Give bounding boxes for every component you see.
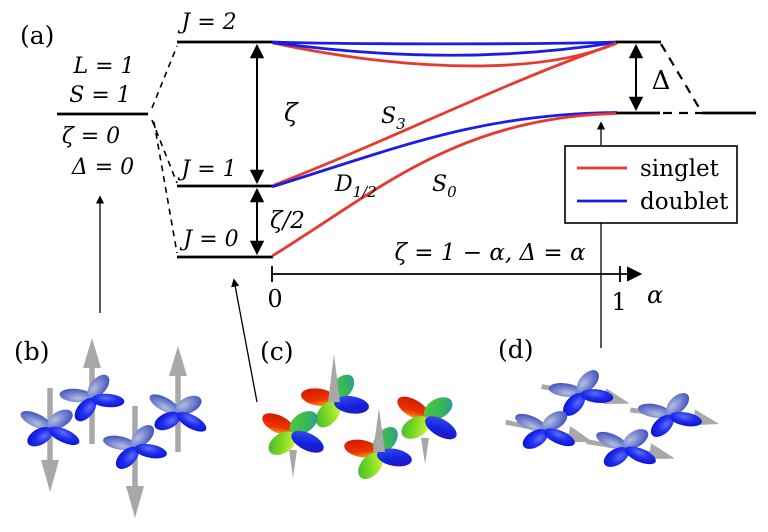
alpha-axis: ζ = 1 − α, Δ = α 0 1 α — [267, 240, 663, 316]
j2-label: J = 2 — [177, 10, 236, 35]
l-value-label: L = 1 — [72, 54, 134, 79]
j-levels: J = 2 J = 1 J = 0 — [177, 10, 273, 259]
axis-equation-label: ζ = 1 − α, Δ = α — [394, 240, 586, 266]
tick-one-label: 1 — [611, 288, 626, 316]
right-levels: Δ — [616, 40, 756, 115]
doublet-legend-label: doublet — [640, 189, 729, 215]
d12-curve-label: D1/2 — [334, 172, 377, 201]
doublet-upper-dip-curve — [271, 41, 618, 57]
singlet-legend-label: singlet — [640, 156, 720, 182]
legend-box — [564, 145, 738, 224]
j0-label: J = 0 — [179, 227, 238, 252]
alpha-axis-label: α — [647, 281, 663, 309]
spin-down-arrowhead — [41, 460, 59, 492]
upper-right-dashed-diagonal — [660, 43, 702, 112]
panel-b-orbitals — [12, 338, 218, 518]
panel-c-pointer-arrow — [231, 278, 258, 403]
j1-label: J = 1 — [177, 157, 236, 182]
panel-d-label: (d) — [498, 335, 534, 364]
fluctuating-spin-spike — [289, 450, 297, 478]
legend: singlet doublet — [564, 145, 738, 224]
singlet-s0-curve — [271, 112, 618, 257]
gap-arrows: ζ ζ/2 — [249, 43, 305, 256]
spin-down-arrowhead — [126, 486, 144, 518]
panel-b-label: (b) — [14, 337, 50, 366]
spin-up-arrowhead — [169, 346, 187, 376]
zeta-half-gap-label: ζ/2 — [270, 208, 305, 234]
doublet-upper-flat-curve — [271, 40, 618, 46]
delta-gap-label: Δ — [652, 66, 671, 96]
delta-zero-label: Δ = 0 — [71, 155, 134, 180]
s-value-label: S = 1 — [69, 83, 131, 108]
panel-a-label: (a) — [20, 21, 54, 50]
s0-curve-label: S0 — [432, 172, 457, 201]
panel-c-orbitals — [252, 354, 470, 486]
panel-c-label: (c) — [260, 337, 294, 366]
s3-curve-label: S3 — [381, 104, 406, 133]
zeta-gap-label: ζ — [284, 98, 299, 127]
fluctuating-spin-spike — [328, 354, 340, 402]
fluctuating-spin-spike — [373, 408, 385, 452]
spin-up-arrowhead — [83, 338, 101, 368]
initial-state-block: L = 1 S = 1 ζ = 0 Δ = 0 — [57, 54, 148, 180]
doublet-d12-curve — [271, 111, 618, 188]
energy-curves — [271, 40, 618, 257]
tick-zero-label: 0 — [267, 285, 282, 313]
singlet-s3-curve — [271, 42, 618, 187]
fluctuating-spin-spike — [421, 438, 429, 464]
zeta-zero-label: ζ = 0 — [62, 124, 120, 149]
level-fan-dashed-lines — [151, 45, 178, 254]
